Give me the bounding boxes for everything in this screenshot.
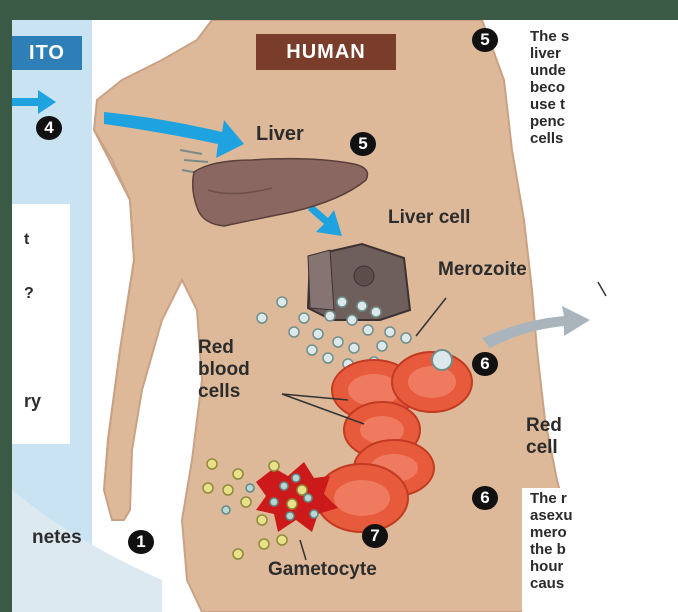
text-box-5-line: liver — [530, 45, 608, 62]
red-cell-label-line2: cell — [526, 438, 558, 457]
human-header-label: HUMAN — [286, 41, 365, 64]
human-header: HUMAN — [256, 34, 396, 70]
red-cell-label-line1: Red — [526, 416, 562, 435]
text-box-5-line: beco — [530, 79, 608, 96]
text-box-5-line: The s — [530, 28, 608, 45]
text-box-5-line: cells — [530, 130, 608, 147]
liver-label: Liver — [256, 124, 304, 144]
infected-cell-icon — [432, 350, 452, 370]
step-1-badge: 1 — [128, 530, 154, 554]
liver-cell-label: Liver cell — [388, 208, 470, 227]
text-box-6-line: asexu — [530, 507, 608, 524]
text-box-6-line: mero — [530, 524, 608, 541]
text-box-5: The s liver unde beco use t penc cells — [530, 28, 608, 178]
text-box-6-line: The r — [530, 490, 608, 507]
text-box-5-line: use t — [530, 96, 608, 113]
rbc-label-line2: blood — [198, 360, 250, 379]
text-box-5-line: penc — [530, 113, 608, 130]
rbc-label-line3: cells — [198, 382, 240, 401]
malaria-lifecycle-diagram — [12, 20, 608, 612]
text-box-6-line: caus — [530, 575, 608, 592]
step-4-badge: 4 — [36, 116, 62, 140]
left-box-line1: t — [24, 232, 29, 248]
rbc-label-line1: Red — [198, 338, 234, 357]
left-box-line3: ry — [24, 392, 41, 410]
step-6-box-badge: 6 — [472, 486, 498, 510]
step-6-cell-badge: 6 — [472, 352, 498, 376]
step-7-badge: 7 — [362, 524, 388, 548]
frame-left-border — [0, 0, 12, 612]
merozoite-pointer-right — [598, 282, 606, 296]
text-box-6-line: hour — [530, 558, 608, 575]
step-5-box-badge: 5 — [472, 28, 498, 52]
left-box-line2: ? — [24, 286, 34, 302]
text-box-5-line: unde — [530, 62, 608, 79]
text-box-6-line: the b — [530, 541, 608, 558]
mosquito-header-label: ITO — [29, 42, 65, 65]
diagram-panel: ITO HUMAN Liver Liver cell Merozoite Red… — [12, 20, 608, 612]
gametes-label: netes — [32, 528, 82, 547]
text-box-6: The r asexu mero the b hour caus — [530, 490, 608, 612]
gametocyte-label: Gametocyte — [268, 560, 377, 579]
step-5-liver-badge: 5 — [350, 132, 376, 156]
frame-top-border — [0, 0, 678, 20]
merozoite-label: Merozoite — [438, 260, 527, 279]
mosquito-header: ITO — [12, 36, 82, 70]
